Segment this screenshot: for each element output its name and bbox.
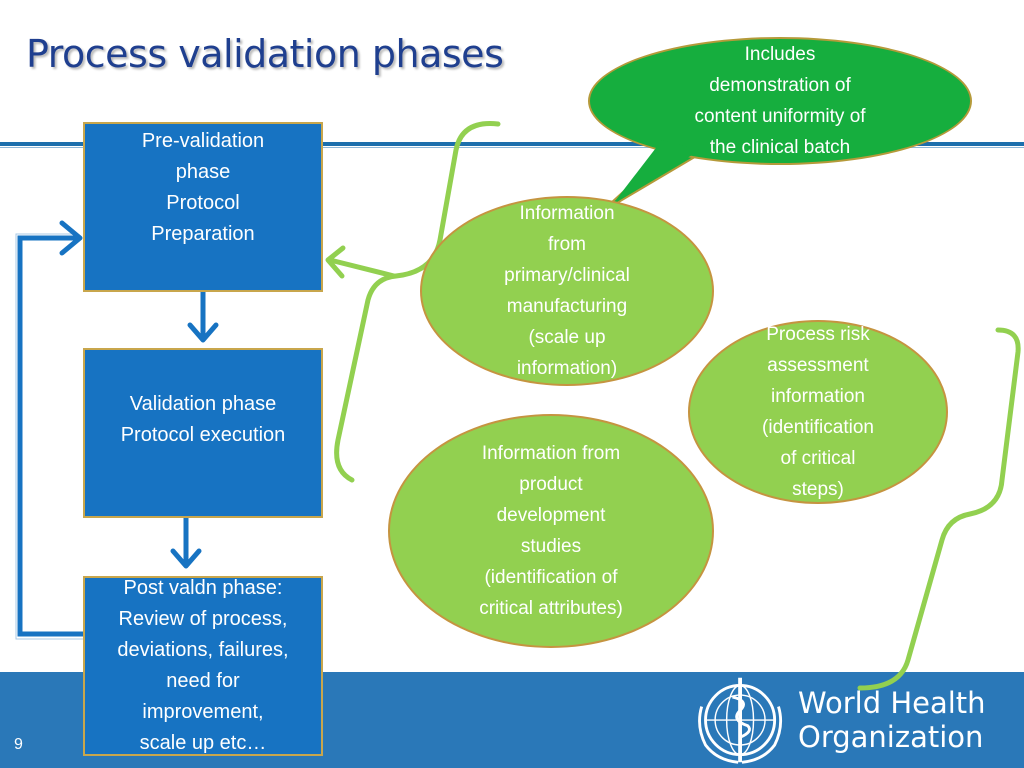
callout-tail-join (612, 140, 700, 205)
right-curly-brace (857, 327, 1021, 691)
who-wordmark-line1: World Health (798, 686, 986, 720)
callout-text: Includes demonstration of content unifor… (694, 44, 866, 158)
pre-validation-box: Pre-validation phase Protocol Preparatio… (83, 122, 323, 292)
feedback-loop-line-shadow (15, 233, 84, 640)
who-wordmark-line2: Organization (798, 720, 984, 754)
callout-bubble: Includes demonstration of content unifor… (588, 37, 972, 165)
risk-assessment-ellipse: Process risk assessment information (ide… (688, 320, 948, 504)
title-divider (0, 142, 1024, 146)
post-validation-text: Post valdn phase: Review of process, dev… (117, 577, 289, 754)
who-wordmark: World Health Organization (798, 686, 986, 754)
brace-arrow-line (327, 257, 397, 279)
brace-arrowhead (325, 245, 346, 279)
manufacturing-info-ellipse: Information from primary/clinical manufa… (420, 196, 714, 386)
feedback-arrowhead (59, 220, 83, 256)
down-arrowhead-1 (187, 322, 219, 343)
pre-validation-text: Pre-validation phase Protocol Preparatio… (141, 130, 265, 245)
feedback-loop-line (17, 235, 84, 637)
development-studies-text: Information from product development stu… (479, 443, 623, 619)
post-validation-box: Post valdn phase: Review of process, dev… (83, 576, 323, 756)
down-arrowhead-2 (170, 548, 202, 569)
who-emblem-icon (698, 677, 783, 764)
manufacturing-info-text: Information from primary/clinical manufa… (504, 203, 630, 379)
development-studies-ellipse: Information from product development stu… (388, 414, 714, 648)
page-number: 9 (14, 736, 23, 753)
validation-phase-box: Validation phase Protocol execution (83, 348, 323, 518)
slide-title: Process validation phases (26, 32, 504, 76)
validation-phase-text: Validation phase Protocol execution (120, 393, 286, 446)
title-divider-thin (0, 147, 1024, 148)
risk-assessment-text: Process risk assessment information (ide… (762, 324, 874, 500)
